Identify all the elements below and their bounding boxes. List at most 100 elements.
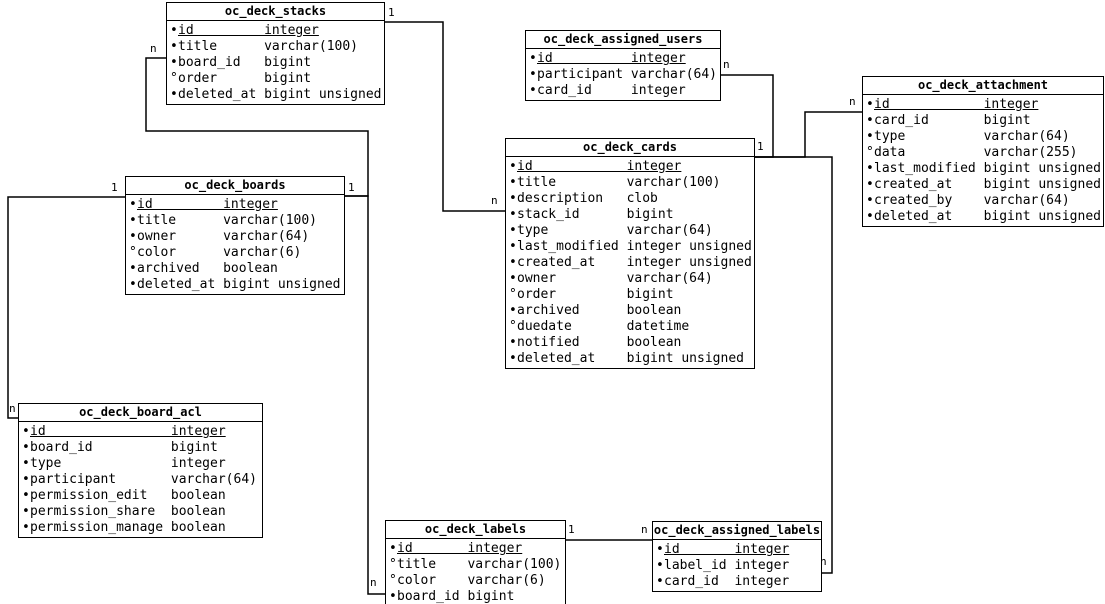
notnull-marker-icon: • bbox=[22, 456, 30, 471]
table-fields: •id integer•title varchar(100)•board_id … bbox=[167, 21, 384, 104]
field-definition: data varchar(255) bbox=[874, 145, 1078, 160]
field-definition: permission_share boolean bbox=[30, 504, 226, 519]
field-row-color: °color varchar(6) bbox=[389, 573, 562, 589]
table-title-oc_deck_assigned_users: oc_deck_assigned_users bbox=[526, 31, 720, 49]
field-row-deleted_at: •deleted_at bigint unsigned bbox=[129, 277, 341, 293]
field-definition: archived boolean bbox=[517, 303, 682, 318]
field-row-participant: •participant varchar(64) bbox=[22, 472, 259, 488]
nullable-marker-icon: ° bbox=[129, 245, 137, 260]
notnull-marker-icon: • bbox=[22, 504, 30, 519]
notnull-marker-icon: • bbox=[866, 161, 874, 176]
notnull-marker-icon: • bbox=[866, 113, 874, 128]
field-definition: type varchar(64) bbox=[874, 129, 1070, 144]
field-definition: owner varchar(64) bbox=[517, 271, 713, 286]
table-fields: •id integer•title varchar(100)•descripti… bbox=[506, 157, 754, 368]
field-definition: order bigint bbox=[178, 71, 312, 86]
field-definition: card_id integer bbox=[664, 574, 790, 589]
field-row-type: •type varchar(64) bbox=[866, 129, 1100, 145]
notnull-marker-icon: • bbox=[866, 129, 874, 144]
field-row-created_at: •created_at integer unsigned bbox=[509, 255, 752, 271]
field-row-title: •title varchar(100) bbox=[170, 39, 381, 55]
notnull-marker-icon: • bbox=[129, 261, 137, 276]
table-oc_deck_cards: oc_deck_cards•id integer•title varchar(1… bbox=[505, 138, 755, 369]
field-definition: title varchar(100) bbox=[178, 39, 359, 54]
cardinality-label-1: 1 bbox=[348, 181, 355, 194]
table-title-oc_deck_labels: oc_deck_labels bbox=[386, 521, 565, 539]
field-definition: color varchar(6) bbox=[397, 573, 546, 588]
table-fields: •id integer•board_id bigint•type integer… bbox=[19, 422, 262, 537]
notnull-marker-icon: • bbox=[509, 223, 517, 238]
notnull-marker-icon: • bbox=[866, 177, 874, 192]
table-oc_deck_labels: oc_deck_labels•id integer°title varchar(… bbox=[385, 520, 566, 604]
primary-key-field: id integer bbox=[397, 541, 523, 556]
field-definition: card_id bigint bbox=[874, 113, 1031, 128]
notnull-marker-icon: • bbox=[129, 229, 137, 244]
notnull-marker-icon: • bbox=[170, 23, 178, 38]
field-definition: participant varchar(64) bbox=[537, 67, 718, 82]
notnull-marker-icon: • bbox=[170, 55, 178, 70]
notnull-marker-icon: • bbox=[129, 213, 137, 228]
table-title-oc_deck_stacks: oc_deck_stacks bbox=[167, 3, 384, 21]
cardinality-label-n: n bbox=[641, 523, 648, 536]
field-row-type: •type integer bbox=[22, 456, 259, 472]
field-row-deleted_at: •deleted_at bigint unsigned bbox=[170, 87, 382, 103]
field-definition: color varchar(6) bbox=[137, 245, 302, 260]
field-definition: board_id bigint bbox=[397, 589, 515, 604]
primary-key-field: id integer bbox=[30, 424, 226, 439]
field-row-title: •title varchar(100) bbox=[509, 175, 751, 191]
table-oc_deck_stacks: oc_deck_stacks•id integer•title varchar(… bbox=[166, 2, 385, 105]
field-row-order: °order bigint bbox=[170, 71, 381, 87]
cardinality-label-1: 1 bbox=[757, 140, 764, 153]
field-definition: type varchar(64) bbox=[517, 223, 713, 238]
notnull-marker-icon: • bbox=[509, 239, 517, 254]
notnull-marker-icon: • bbox=[509, 303, 517, 318]
notnull-marker-icon: • bbox=[509, 207, 517, 222]
field-definition: order bigint bbox=[517, 287, 674, 302]
field-row-board_id: •board_id bigint bbox=[22, 440, 259, 456]
field-row-board_id: •board_id bigint bbox=[170, 55, 381, 71]
field-row-description: •description clob bbox=[509, 191, 751, 207]
notnull-marker-icon: • bbox=[22, 520, 30, 535]
field-row-id: •id integer bbox=[170, 23, 381, 39]
field-row-card_id: •card_id integer bbox=[529, 83, 717, 99]
field-definition: deleted_at bigint unsigned bbox=[178, 87, 382, 102]
table-fields: •id integer•title varchar(100)•owner var… bbox=[126, 195, 344, 294]
field-row-id: •id integer bbox=[22, 424, 259, 440]
connection-oc_deck_boards-to-oc_deck_board_acl bbox=[7, 196, 125, 419]
cardinality-label-1: 1 bbox=[111, 181, 118, 194]
table-oc_deck_boards: oc_deck_boards•id integer•title varchar(… bbox=[125, 176, 345, 295]
notnull-marker-icon: • bbox=[509, 175, 517, 190]
field-row-title: •title varchar(100) bbox=[129, 213, 341, 229]
notnull-marker-icon: • bbox=[866, 97, 874, 112]
cardinality-label-n: n bbox=[491, 194, 498, 207]
notnull-marker-icon: • bbox=[656, 574, 664, 589]
field-row-data: °data varchar(255) bbox=[866, 145, 1100, 161]
table-oc_deck_assigned_users: oc_deck_assigned_users•id integer•partic… bbox=[525, 30, 721, 101]
nullable-marker-icon: ° bbox=[389, 573, 397, 588]
notnull-marker-icon: • bbox=[389, 541, 397, 556]
field-definition: title varchar(100) bbox=[137, 213, 318, 228]
field-row-id: •id integer bbox=[129, 197, 341, 213]
field-row-board_id: •board_id bigint bbox=[389, 589, 562, 604]
field-row-last_modified: •last_modified integer unsigned bbox=[509, 239, 752, 255]
cardinality-label-1: 1 bbox=[388, 6, 395, 19]
field-definition: type integer bbox=[30, 456, 226, 471]
field-definition: notified boolean bbox=[517, 335, 682, 350]
notnull-marker-icon: • bbox=[529, 51, 537, 66]
notnull-marker-icon: • bbox=[866, 209, 874, 224]
field-definition: card_id integer bbox=[537, 83, 686, 98]
notnull-marker-icon: • bbox=[22, 440, 30, 455]
connection-oc_deck_boards-to-oc_deck_labels bbox=[345, 195, 385, 595]
field-definition: board_id bigint bbox=[30, 440, 218, 455]
notnull-marker-icon: • bbox=[509, 351, 517, 366]
field-definition: last_modified integer unsigned bbox=[517, 239, 752, 254]
field-row-deleted_at: •deleted_at bigint unsigned bbox=[866, 209, 1101, 225]
notnull-marker-icon: • bbox=[22, 424, 30, 439]
notnull-marker-icon: • bbox=[129, 277, 137, 292]
field-row-notified: •notified boolean bbox=[509, 335, 751, 351]
field-row-deleted_at: •deleted_at bigint unsigned bbox=[509, 351, 751, 367]
cardinality-label-n: n bbox=[9, 402, 16, 415]
field-definition: permission_edit boolean bbox=[30, 488, 226, 503]
field-definition: deleted_at bigint unsigned bbox=[137, 277, 341, 292]
